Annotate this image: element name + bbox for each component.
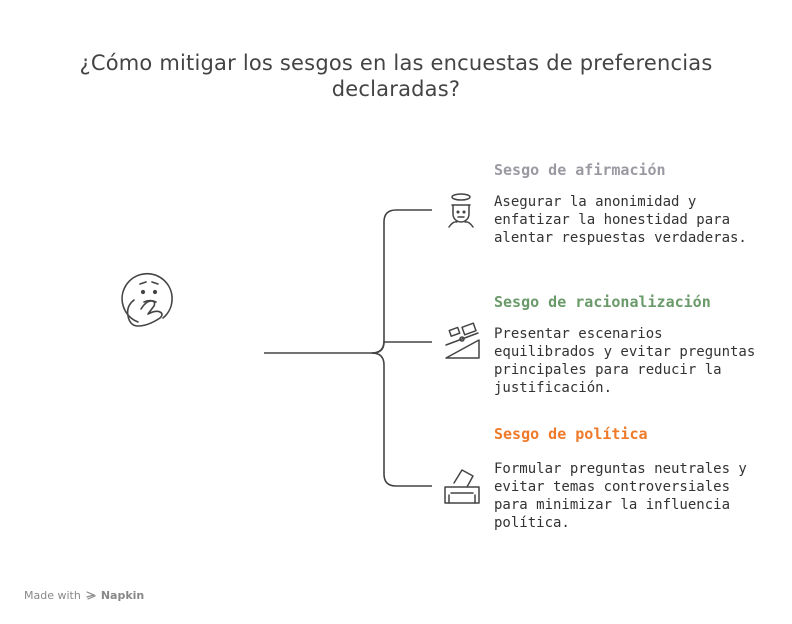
branch-description-politica: Formular preguntas neutrales y evitar te… <box>494 461 747 531</box>
branch-title-afirmacion: Sesgo de afirmación <box>494 161 666 179</box>
branch-title-politica: Sesgo de política <box>494 425 648 443</box>
footer-brand: Napkin <box>100 589 145 602</box>
page-title: ¿Cómo mitigar los sesgos en las encuesta… <box>79 51 713 101</box>
thinking-face-icon <box>121 272 173 327</box>
branch-title-racionalizacion: Sesgo de racionalización <box>494 293 711 311</box>
footer-watermark: Made with Napkin <box>24 589 144 602</box>
branch-description-racionalizacion: Presentar escenarios equilibrados y evit… <box>494 326 756 396</box>
napkin-logo-icon <box>86 590 96 600</box>
ballot-box-icon <box>444 469 480 504</box>
branch-connectors <box>264 209 432 487</box>
footer-prefix: Made with <box>24 589 81 602</box>
angel-person-icon <box>448 193 474 228</box>
seesaw-scale-icon <box>445 322 480 359</box>
branch-description-afirmacion: Asegurar la anonimidad y enfatizar la ho… <box>494 194 747 246</box>
